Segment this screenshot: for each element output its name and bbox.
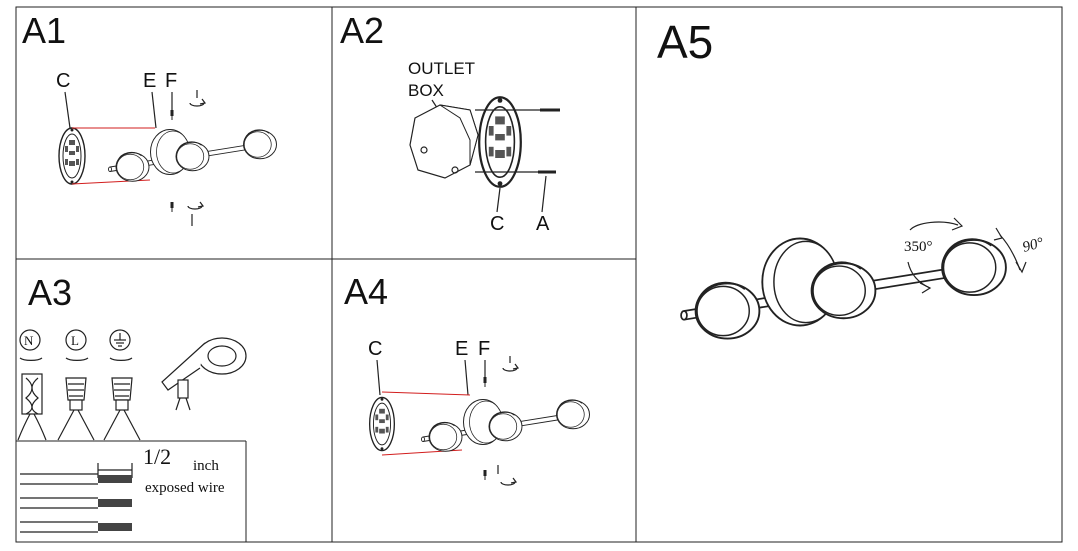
screwdriver-icon — [170, 201, 174, 213]
panel-a4-drawing: C E F — [368, 338, 590, 486]
part-c-label: C — [490, 213, 504, 235]
panel-a3-drawing: N L — [16, 329, 247, 542]
outlet-box-label-line1: OUTLET — [408, 59, 475, 78]
twisted-wire — [17, 373, 47, 441]
screwdriver-icon — [170, 109, 174, 121]
part-c-label: C — [56, 70, 70, 92]
panel-a1-drawing: C E F — [56, 70, 277, 226]
ground-symbol-icon — [109, 329, 131, 351]
panel-a5-drawing: 350° 90° — [681, 217, 1045, 339]
part-a-label: A — [536, 213, 550, 235]
rotate-arrow-icon — [189, 98, 206, 107]
panel-grid — [15, 6, 1063, 543]
screwdriver-icon — [483, 469, 487, 481]
panel-a2-label: A2 — [340, 10, 384, 51]
mounting-plate — [58, 127, 86, 185]
panel-a3-label: A3 — [28, 272, 72, 313]
panel-a1-label: A1 — [22, 10, 66, 51]
outlet-box — [409, 104, 479, 179]
wire-strip-gauge: 1/2 inch exposed wire — [16, 440, 247, 542]
outlet-box-label-line2: BOX — [408, 81, 444, 100]
neutral-symbol — [19, 329, 41, 351]
strip-caption: exposed wire — [145, 480, 225, 496]
electrical-tape-icon — [161, 337, 247, 411]
wire-nut-icon — [103, 377, 141, 441]
strip-fraction: 1/2 — [143, 444, 171, 469]
part-e-label: E — [143, 70, 156, 92]
part-f-label: F — [165, 70, 177, 92]
rotate-arrow-icon — [187, 201, 204, 210]
vertical-rotation-label: 90° — [1021, 235, 1045, 256]
screwdriver-icon — [483, 376, 487, 388]
strip-unit: inch — [193, 458, 219, 474]
panel-a5-label: A5 — [657, 16, 713, 68]
part-f-label: F — [478, 338, 490, 360]
part-e-label: E — [455, 338, 468, 360]
wire-nut-icon — [57, 377, 95, 441]
part-c-label: C — [368, 338, 382, 360]
panel-a2-drawing: OUTLET BOX C A — [408, 59, 560, 235]
rotate-arrow-icon — [502, 363, 519, 372]
rotate-arrow-icon — [500, 477, 517, 486]
panel-a4-label: A4 — [344, 271, 388, 312]
horizontal-rotation-label: 350° — [904, 239, 933, 255]
live-symbol — [65, 329, 87, 351]
neutral-label: N — [24, 333, 34, 348]
live-label: L — [71, 333, 79, 348]
